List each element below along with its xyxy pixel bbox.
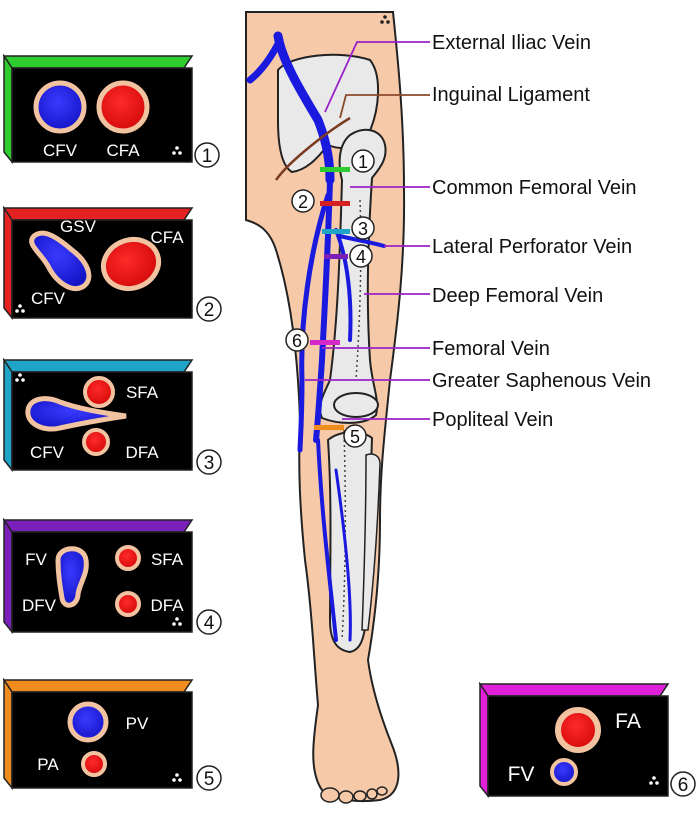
panel-6: FA FV 6: [478, 681, 696, 799]
panel-2-vein: [29, 230, 92, 291]
level-bar-3: [322, 229, 350, 234]
gsv-line: [297, 192, 331, 453]
panel-1-vein-label: CFV: [43, 141, 78, 160]
panel-1-artery-label: CFA: [106, 141, 140, 160]
panel-6-artery: [555, 707, 601, 753]
leg-marker-1: 1: [351, 149, 375, 173]
panel-3-number-circle: [196, 449, 222, 475]
leg-marker-2-text: 2: [298, 192, 308, 212]
panel-3-sfa-label: SFA: [126, 383, 159, 402]
panel-5-artery-label: PA: [37, 755, 59, 774]
panel-1-vein: [33, 80, 87, 134]
panel-2-branch-label: GSV: [60, 217, 97, 236]
leg-marker-1-text: 1: [358, 152, 368, 172]
panel-2-number-circle: [196, 296, 222, 322]
label-greater-saphenous-vein: Greater Saphenous Vein: [432, 370, 651, 392]
panel-5-vein-label: PV: [126, 714, 149, 733]
panel-3-number: 3: [204, 453, 215, 474]
leg-marker-5: 5: [343, 424, 367, 448]
panel-6-vein: [550, 758, 578, 786]
panel-1-number-circle: [194, 142, 220, 168]
panel-4-sfa-label: SFA: [151, 550, 184, 569]
panel-3-dfa-label: DFA: [125, 443, 159, 462]
external-iliac-vein: [273, 31, 335, 185]
panel-3-dots: [15, 373, 25, 382]
panel-4-dots: [172, 617, 182, 626]
panel-5-number: 5: [204, 769, 215, 790]
panel-5: PV PA 5: [2, 677, 222, 791]
label-common-femoral-vein: Common Femoral Vein: [432, 177, 637, 199]
leg-marker-6: 6: [285, 328, 309, 352]
panel-3-artery-deep: [82, 428, 110, 456]
panel-4-vein: [55, 546, 89, 608]
label-external-iliac-vein: External Iliac Vein: [432, 32, 591, 54]
panel-4-number-circle: [196, 609, 222, 635]
panel-3-vein-label: CFV: [30, 443, 65, 462]
level-bar-4: [324, 254, 348, 259]
leg-marker-6-text: 6: [292, 331, 302, 351]
leg-illustration: [245, 11, 406, 804]
iliac-branch: [246, 36, 284, 84]
level-bar-5: [314, 425, 344, 430]
panel-2-number: 2: [204, 300, 215, 321]
panel-4-vein-label: FV: [25, 550, 47, 569]
panel-4: FV SFA DFV DFA 4: [2, 517, 222, 635]
inguinal-ligament: [274, 116, 351, 181]
calf-veins-2: [334, 468, 352, 642]
panel-4-artery-superficial: [115, 545, 141, 571]
panel-4-dfa-label: DFA: [150, 596, 184, 615]
calf-veins: [316, 438, 338, 642]
level-bar-2: [320, 201, 350, 206]
callout-line-inguinal: [339, 94, 430, 119]
panel-4-artery-deep: [115, 591, 141, 617]
panel-1: CFV CFA 1: [2, 53, 220, 168]
label-inguinal-ligament: Inguinal Ligament: [432, 84, 590, 106]
label-lateral-perforator-vein: Lateral Perforator Vein: [432, 236, 632, 258]
leg-marker-2: 2: [291, 189, 315, 213]
label-deep-femoral-vein: Deep Femoral Vein: [432, 285, 603, 307]
callout-lines: [305, 41, 430, 420]
label-femoral-vein: Femoral Vein: [432, 338, 550, 360]
leg-corner-dots: [380, 15, 390, 24]
panel-3-vein: [25, 396, 127, 432]
panel-2: GSV CFA CFV 2: [2, 205, 222, 322]
panel-2-artery: [100, 236, 162, 292]
panel-5-number-circle: [196, 765, 222, 791]
panel-6-dots: [649, 776, 659, 785]
leg-marker-4: 4: [349, 244, 373, 268]
panel-1-number: 1: [202, 146, 213, 167]
callout-line-external-iliac: [324, 41, 430, 113]
leg-marker-3-text: 3: [358, 219, 368, 239]
level-bar-6: [310, 340, 340, 345]
panel-2-vein-label: CFV: [31, 289, 66, 308]
leg-marker-4-text: 4: [356, 247, 366, 267]
label-popliteal-vein: Popliteal Vein: [432, 409, 553, 431]
panel-3-artery-superficial: [83, 376, 115, 408]
toes: [320, 786, 388, 804]
panel-6-number-circle: [670, 771, 696, 797]
panel-6-vein-label: FV: [508, 763, 535, 786]
deep-femoral-vein-line: [334, 228, 353, 342]
panel-5-artery: [81, 751, 107, 777]
panel-2-dots: [15, 304, 25, 313]
panel-4-number: 4: [204, 613, 215, 634]
panel-2-artery-label: CFA: [150, 228, 184, 247]
panel-5-dots: [172, 773, 182, 782]
panel-1-artery: [96, 80, 150, 134]
fibula-bone: [361, 453, 381, 631]
panel-1-dots: [172, 146, 182, 155]
level-bar-1: [320, 167, 350, 172]
panel-3: SFA CFV DFA 3: [2, 357, 222, 475]
leg-marker-3: 3: [351, 216, 375, 240]
lateral-perforator-line: [338, 234, 386, 248]
callout-labels: External Iliac Vein Inguinal Ligament Co…: [432, 32, 651, 431]
leg-marker-5-text: 5: [350, 427, 360, 447]
patella-bone: [333, 392, 379, 418]
panel-5-vein: [67, 701, 109, 743]
panel-6-artery-label: FA: [615, 710, 641, 733]
panel-4-dfv-label: DFV: [22, 596, 57, 615]
panel-6-number: 6: [678, 775, 689, 796]
